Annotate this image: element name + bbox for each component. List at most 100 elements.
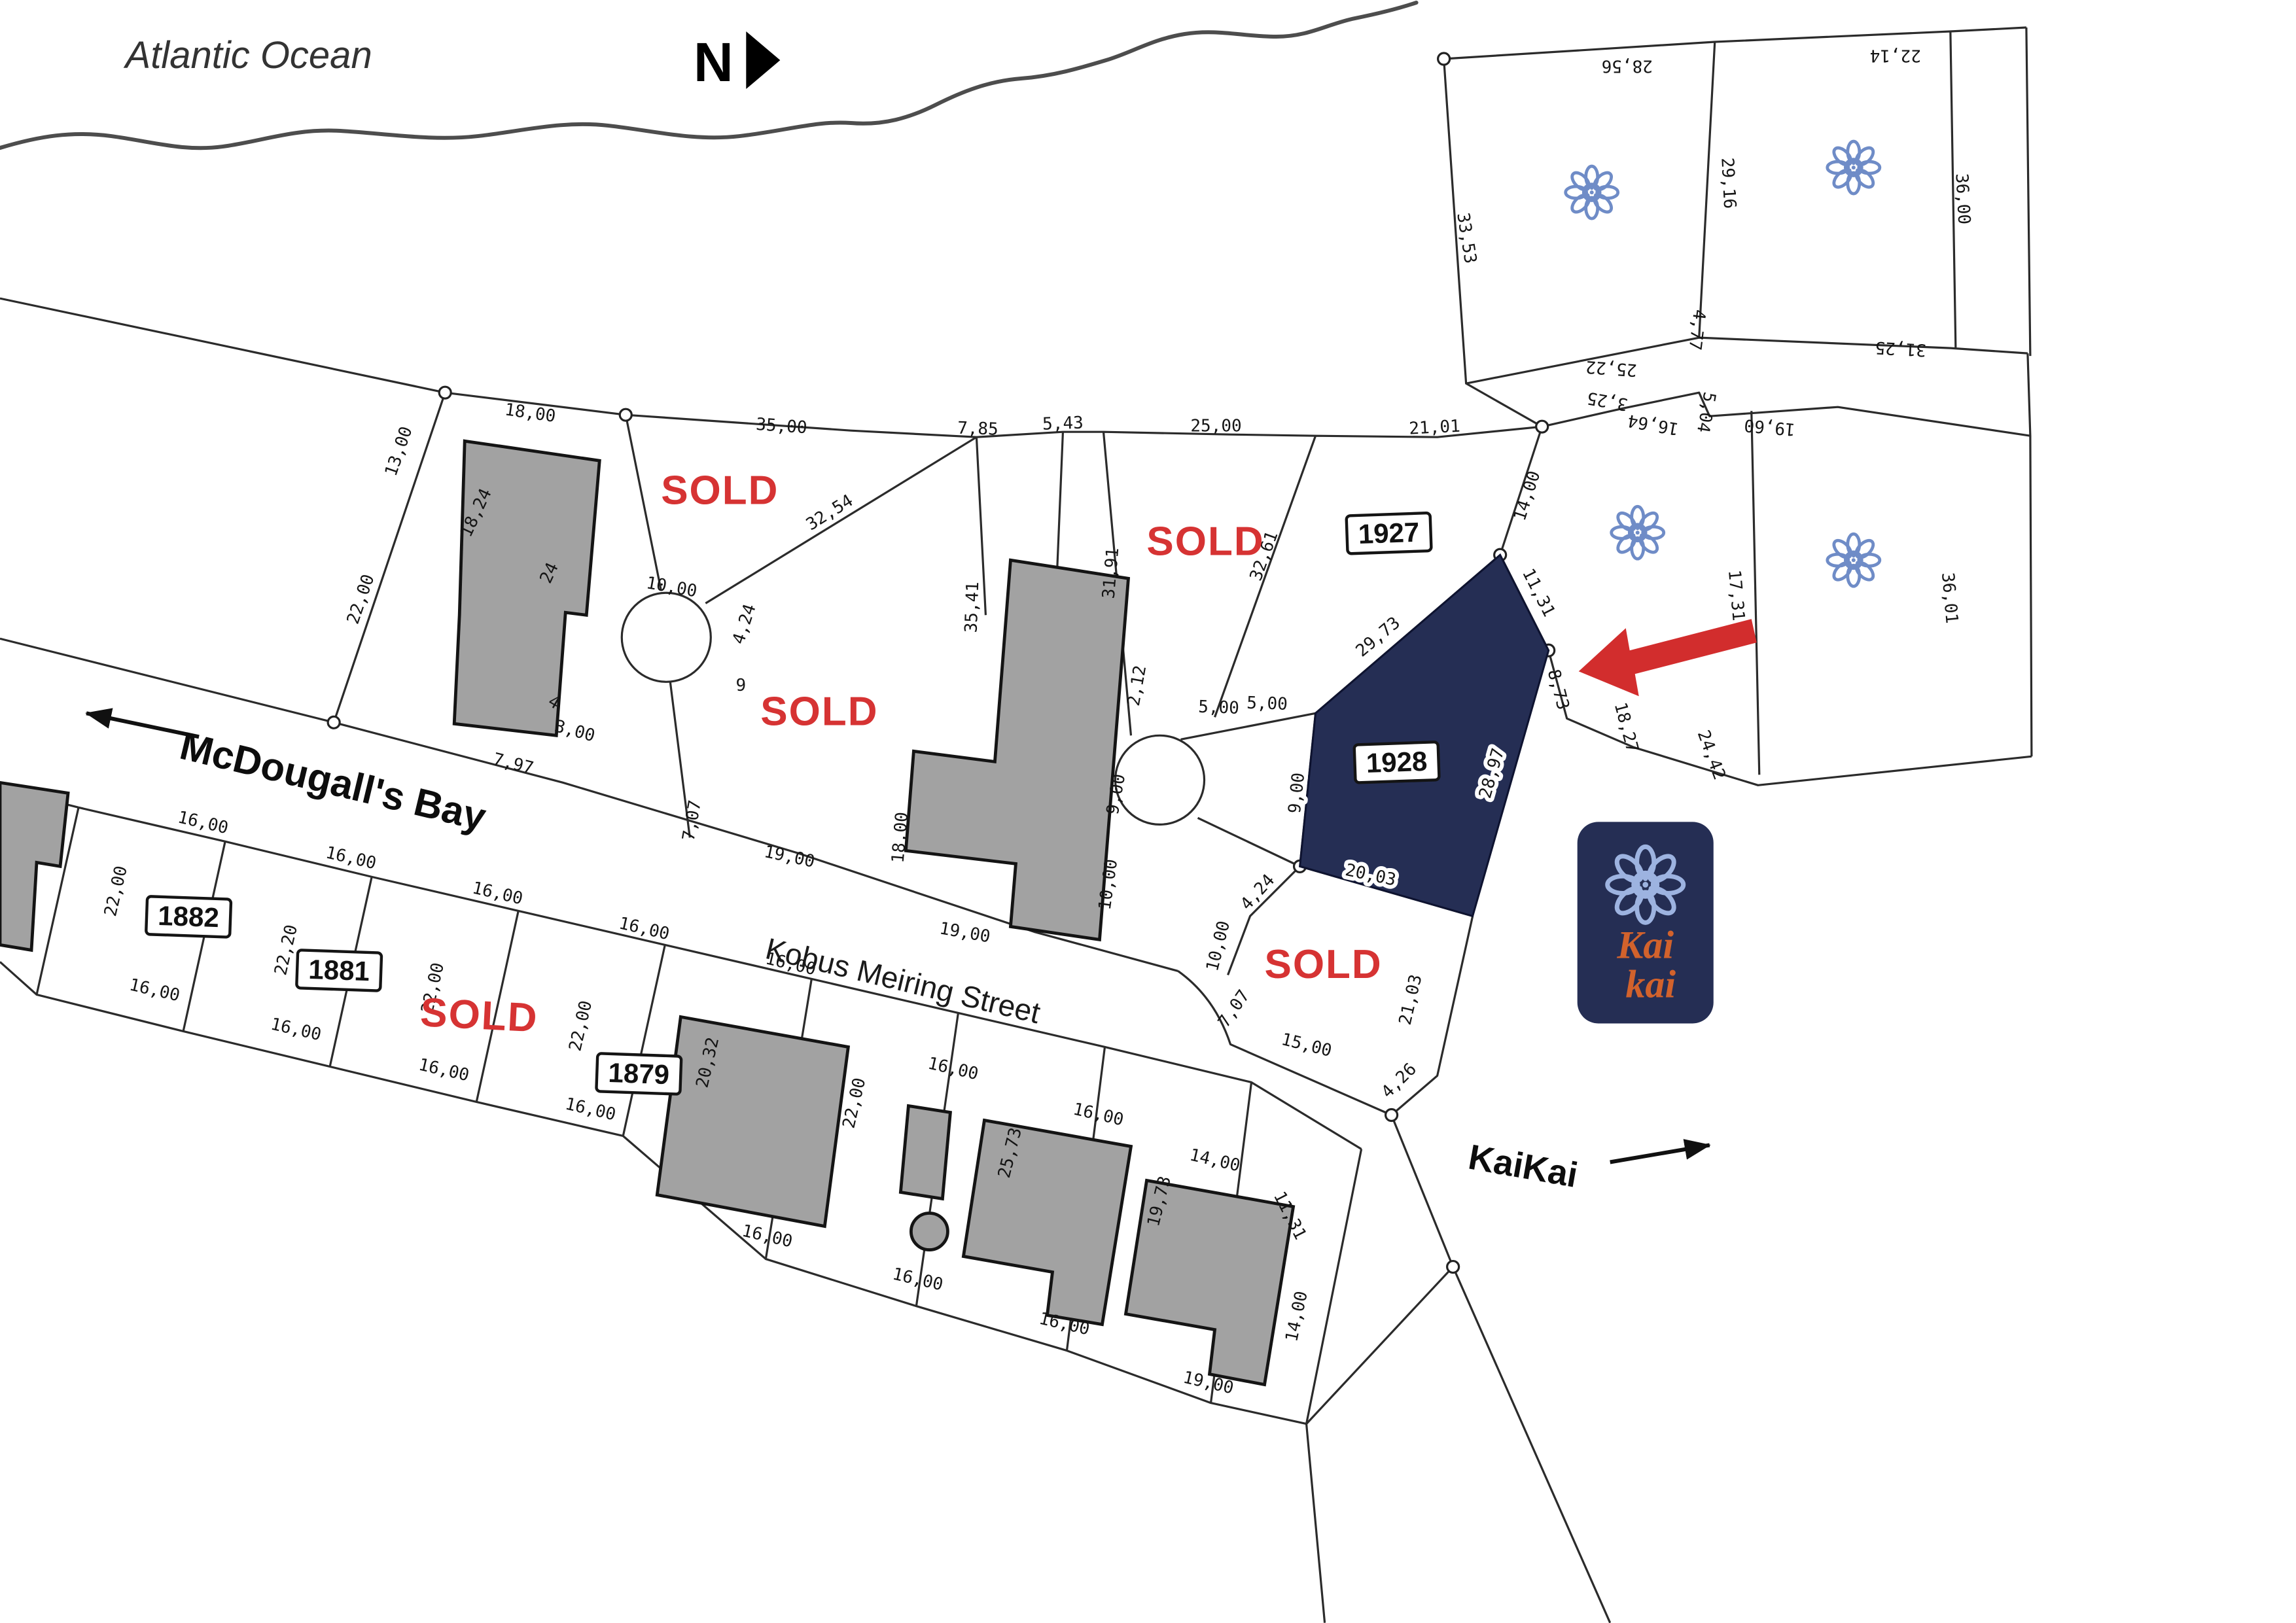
dimension-label: 3,00: [552, 716, 597, 746]
dimension-label: 7,97: [491, 750, 535, 778]
dimension-label: 36,00: [1951, 173, 1973, 225]
protea-flower-icons: [1566, 141, 1880, 922]
plot-number-1928: 1928: [1352, 741, 1441, 784]
street-label-kaikai: KaiKai: [1466, 1138, 1581, 1195]
plot-number-box: [295, 949, 383, 992]
dimension-label: 14,00: [1282, 1289, 1312, 1344]
protea-flower-icon: [1566, 166, 1618, 218]
sold-label: SOLD: [1146, 519, 1264, 565]
protea-flower-icon: [1612, 506, 1664, 559]
north-arrow-icon: [746, 31, 781, 90]
building-footprint: [961, 1118, 1133, 1327]
dimension-label: 16,00: [324, 843, 378, 873]
dimension-label: 16,00: [417, 1055, 471, 1086]
dimension-label: 28,56: [1602, 56, 1653, 76]
ocean-label: Atlantic Ocean: [124, 34, 372, 77]
dimension-label: 16,00: [1071, 1100, 1125, 1130]
dimension-label: 16,00: [926, 1054, 980, 1085]
dimension-label: 16,00: [563, 1094, 618, 1125]
plot-number-text: 1928: [1366, 746, 1428, 778]
dimension-label: 16,64: [1626, 410, 1680, 438]
buildings: [0, 439, 1296, 1387]
dimension-label: 13,00: [381, 424, 417, 479]
dimension-label: 9: [735, 676, 746, 695]
building-footprint: [1123, 1178, 1296, 1387]
coastline: [0, 1, 1419, 150]
locator-arrow-icon: [1578, 619, 1757, 697]
dimension-label: 5,04: [1693, 391, 1719, 434]
dimension-label: 8,73: [1544, 667, 1573, 712]
dimension-label: 7,85: [957, 419, 999, 440]
sold-label: SOLD: [419, 990, 540, 1041]
dimension-label: 22,00: [565, 999, 596, 1053]
dimension-label: 19,00: [762, 842, 817, 872]
dimension-label: 7,07: [679, 799, 705, 843]
dimension-label: 22,00: [101, 864, 132, 918]
plot-number-box: [1352, 741, 1441, 784]
dimension-label: 16,00: [269, 1015, 323, 1045]
dimension-label: 35,00: [755, 415, 807, 438]
building-footprint: [898, 1104, 953, 1201]
plot-number-text: 1881: [308, 954, 370, 986]
dimension-label: 5,43: [1042, 413, 1084, 434]
dimension-label: 16,00: [470, 878, 525, 909]
dimension-label: 31,91: [1099, 547, 1123, 600]
kaikai-logo-text-line2: kai: [1625, 962, 1676, 1005]
building-footprint: [655, 1015, 851, 1229]
dimension-label: 21,03: [1396, 973, 1426, 1027]
protea-flower-icon: [1828, 534, 1880, 586]
dimension-label: 10,00: [1203, 919, 1234, 973]
dimension-label: 22,00: [344, 572, 379, 627]
dimension-label: 18,00: [889, 811, 913, 864]
sold-label: SOLD: [661, 468, 779, 514]
dimension-label: 16,00: [176, 807, 230, 838]
plot-number-text: 1879: [608, 1057, 670, 1090]
turning-circle-west: [620, 591, 712, 683]
dimension-label: 3,25: [1585, 387, 1629, 413]
dimension-label: 35,41: [962, 582, 983, 633]
dimension-label: 31,25: [1875, 338, 1927, 360]
dimension-label: 25,00: [1190, 417, 1241, 436]
dimension-label: 36,01: [1937, 572, 1962, 625]
plot-number-text: 1882: [158, 900, 220, 933]
dimension-label: 14,00: [1188, 1145, 1242, 1176]
plot-number-labels: 1927 1928 1882 1881 1879: [145, 512, 1441, 1096]
dimension-label: 21,01: [1409, 417, 1461, 439]
dimension-label: 24,42: [1693, 727, 1729, 782]
dimension-label: 14,00: [1510, 468, 1545, 523]
dimension-label: 18,00: [503, 400, 557, 427]
dimension-label: 17,31: [1724, 569, 1748, 622]
dimension-label: 15,00: [1279, 1030, 1333, 1061]
sold-labels: SOLD SOLD SOLD SOLD SOLD: [419, 468, 1382, 1041]
turning-circle-east: [1114, 734, 1206, 826]
dimension-label: 4,24: [729, 602, 760, 647]
dimension-label: 5,00: [1246, 693, 1288, 714]
plot-number-1879: 1879: [595, 1052, 683, 1096]
plot-1928-highlight: [1298, 553, 1550, 918]
dimension-label: 29,16: [1717, 157, 1739, 209]
dimension-label: 18,27: [1610, 700, 1642, 754]
boundary-lines-roads: [0, 297, 446, 809]
sold-label: SOLD: [760, 689, 878, 735]
dimension-label: 2,12: [1124, 664, 1150, 708]
dimension-label: 22,14: [1870, 46, 1921, 65]
dimension-label: 5,00: [1198, 697, 1240, 718]
protea-flower-icon: [1828, 141, 1880, 194]
dimension-label: 4,77: [1685, 308, 1709, 351]
dimension-label: 16,00: [128, 975, 182, 1006]
north-label: N: [694, 31, 733, 93]
boundary-lines-upper-right: [1443, 26, 2033, 786]
building-footprint: [904, 558, 1131, 942]
plot-number-1882: 1882: [145, 895, 233, 939]
sold-label: SOLD: [1264, 942, 1382, 987]
building-tank: [909, 1212, 949, 1251]
dimension-label: 7,07: [1214, 986, 1254, 1032]
building-footprint: [0, 780, 70, 952]
plot-number-box: [145, 895, 233, 939]
plot-number-box: [595, 1052, 683, 1096]
dimension-label: 19,00: [938, 918, 991, 947]
kaikai-logo-text-line1: Kai: [1616, 923, 1674, 966]
plot-number-1927: 1927: [1345, 512, 1433, 555]
kaikai-arrow-icon: [1610, 1139, 1711, 1164]
